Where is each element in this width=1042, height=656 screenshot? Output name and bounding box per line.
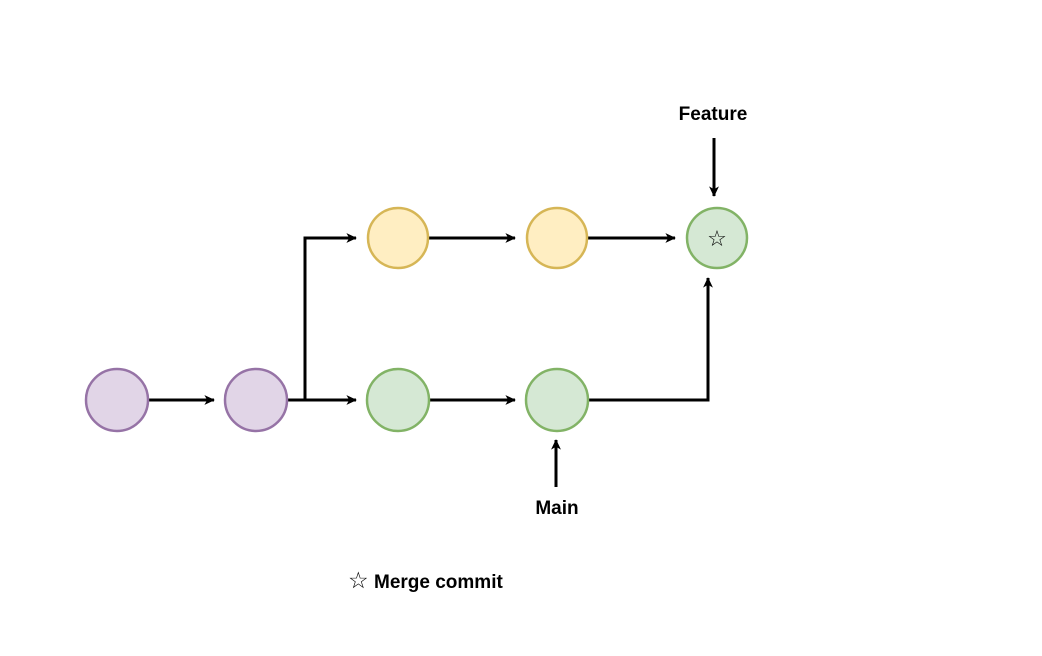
commit-node-base-1[interactable] [84,367,150,433]
commit-circle[interactable] [84,367,150,433]
commit-node-main-1[interactable] [365,367,431,433]
commit-circle[interactable] [685,206,749,270]
commit-node-feature-1[interactable] [366,206,430,270]
edges-group [148,138,719,487]
commit-circle[interactable] [365,367,431,433]
commit-circle[interactable] [525,206,589,270]
edge-main2-to-merge [588,277,713,402]
commit-circle[interactable] [366,206,430,270]
commit-nodes-group: ☆ [84,206,749,433]
legend-star-icon: ☆ [348,568,369,594]
commit-node-merge[interactable]: ☆ [685,206,749,270]
commit-node-feature-2[interactable] [525,206,589,270]
edge-fork-to-feature1 [303,233,357,400]
main-branch-label: Main [535,498,578,519]
feature-branch-label: Feature [679,104,748,125]
legend-label: Merge commit [374,572,503,593]
commit-circle[interactable] [524,367,590,433]
commit-node-main-2[interactable] [524,367,590,433]
merge-commit-star-icon: ☆ [707,227,727,252]
commit-node-base-2[interactable] [223,367,289,433]
branch-labels-group: Feature Main [535,104,747,519]
legend: ☆ Merge commit [348,568,503,594]
commit-circle[interactable] [223,367,289,433]
